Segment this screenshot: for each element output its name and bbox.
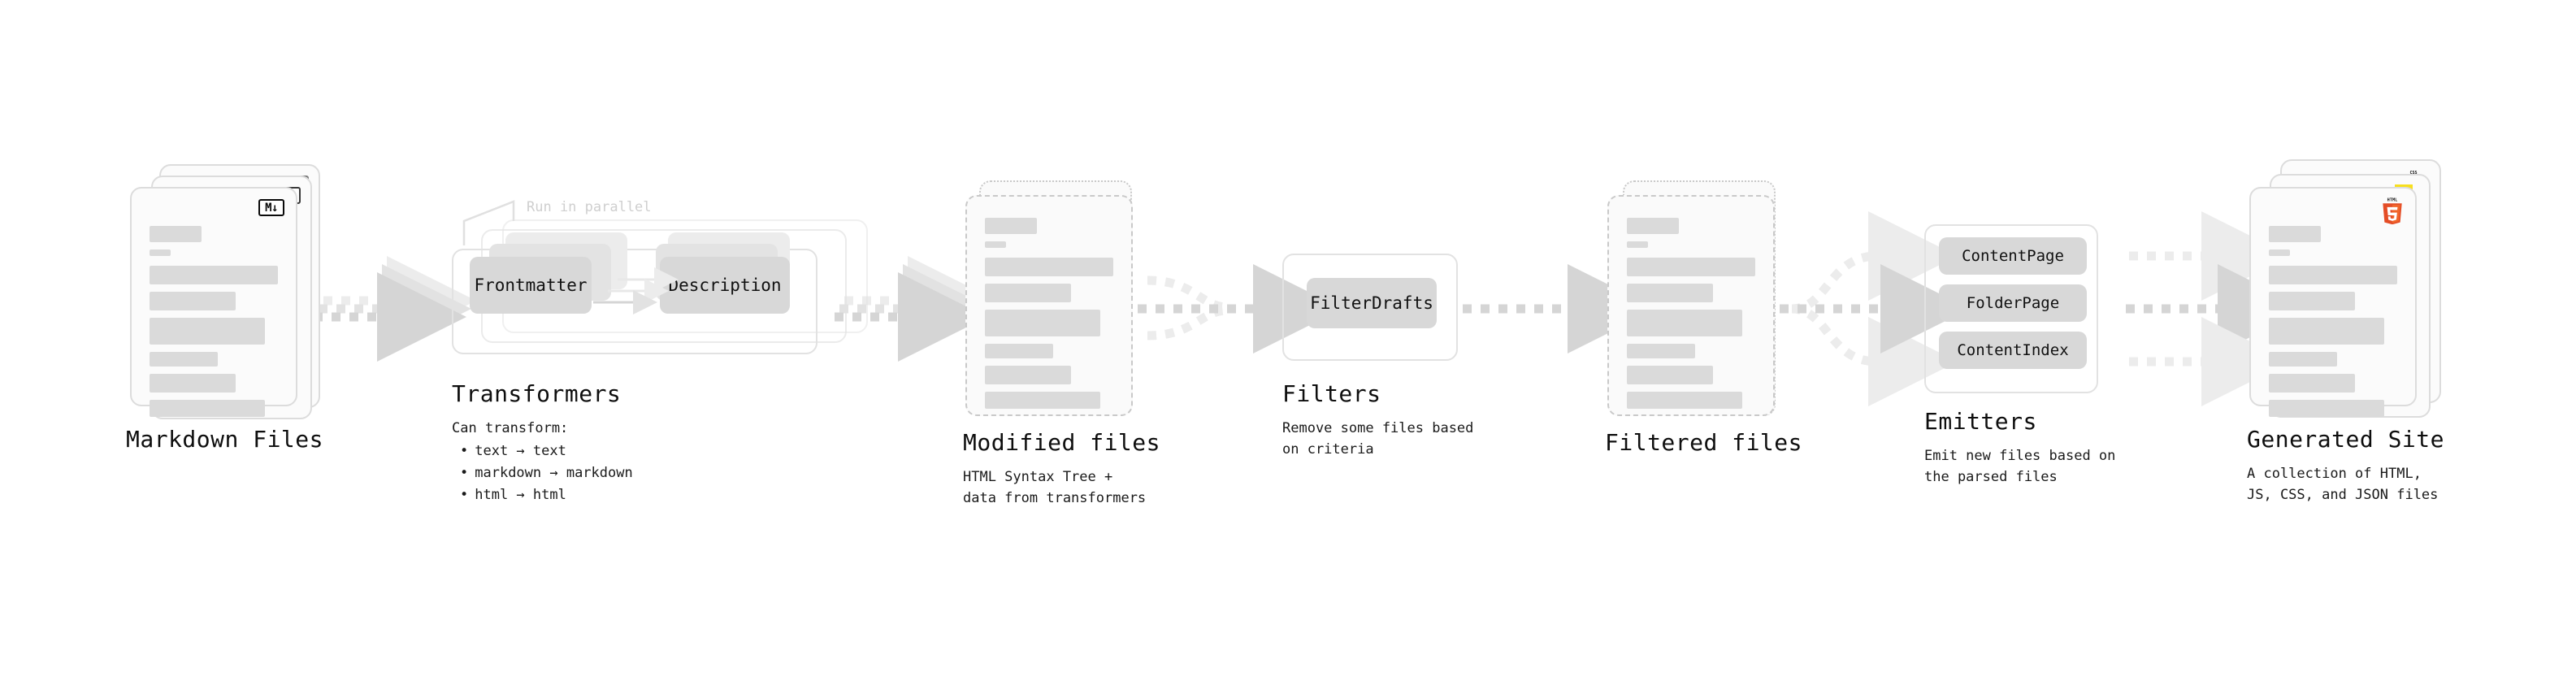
generated-site-card-front: HTML — [2249, 187, 2417, 417]
bullet-item: html → html — [460, 484, 633, 506]
stage-title-generated-site: Generated Site — [2247, 426, 2445, 453]
content-line — [150, 249, 171, 256]
stage-caption-modified-files: HTML Syntax Tree + data from transformer… — [963, 469, 1147, 507]
connector-md-to-transformers — [314, 256, 476, 362]
markdown-icon: M↓ — [258, 199, 284, 216]
content-line — [1627, 284, 1713, 302]
content-line — [1627, 366, 1713, 384]
connector-filtered-to-emitters — [1780, 211, 1970, 406]
markdown-file-card-front: M↓ — [130, 187, 297, 417]
content-line — [2269, 352, 2337, 367]
content-line — [150, 400, 266, 417]
stage-title-emitters: Emitters — [1924, 408, 2037, 435]
content-line — [150, 292, 236, 310]
emitter-chip-contentindex[interactable]: ContentIndex — [1939, 332, 2087, 369]
file-content-lines — [2269, 226, 2397, 424]
content-line — [985, 241, 1006, 248]
file-content-lines — [1627, 218, 1755, 416]
filter-chip-filterdrafts[interactable]: FilterDrafts — [1307, 278, 1437, 328]
content-line — [985, 310, 1101, 336]
modified-file-card-front — [965, 195, 1133, 416]
transformers-bullet-list: text → text markdown → markdown html → h… — [452, 440, 633, 507]
emitters-box: ContentPage FolderPage ContentIndex — [1924, 224, 2098, 393]
content-line — [1627, 392, 1743, 409]
content-line — [985, 366, 1071, 384]
content-line — [985, 218, 1037, 234]
content-line — [1627, 310, 1743, 336]
content-line — [2269, 226, 2321, 242]
content-line — [1627, 241, 1648, 248]
transformer-chip-description[interactable]: Description — [660, 257, 790, 314]
stage-title-filtered-files: Filtered files — [1605, 429, 1803, 456]
connector-emitters-to-site — [2126, 211, 2307, 406]
stage-title-modified-files: Modified files — [963, 429, 1161, 456]
stage-title-transformers: Transformers — [452, 380, 622, 407]
stage-caption-filters: Remove some files based on criteria — [1282, 420, 1474, 458]
stage-caption-generated-site: A collection of HTML, JS, CSS, and JSON … — [2247, 466, 2439, 504]
transformer-chip-frontmatter[interactable]: Frontmatter — [470, 257, 592, 314]
filters-box: FilterDrafts — [1282, 254, 1458, 361]
content-line — [150, 352, 218, 367]
filtered-file-card-front — [1607, 195, 1775, 416]
file-content-lines — [985, 218, 1113, 416]
content-line — [150, 226, 202, 242]
content-line — [985, 392, 1101, 409]
emitter-chip-contentpage[interactable]: ContentPage — [1939, 237, 2087, 275]
bullet-item: markdown → markdown — [460, 462, 632, 484]
svg-text:HTML: HTML — [2387, 197, 2398, 202]
content-line — [1627, 218, 1679, 234]
content-line — [2269, 374, 2355, 393]
run-in-parallel-note: Run in parallel — [527, 199, 652, 215]
content-line — [2269, 318, 2385, 345]
connector-modified-to-filters — [1138, 264, 1342, 354]
content-line — [2269, 292, 2355, 310]
stage-caption-transformers: Can transform: — [452, 420, 569, 436]
stage-caption-emitters: Emit new files based on the parsed files — [1924, 448, 2116, 486]
content-line — [2269, 249, 2290, 256]
transformers-box-front: Frontmatter Description — [452, 232, 817, 354]
content-line — [150, 318, 266, 345]
content-line — [985, 344, 1053, 358]
stage-title-markdown-files: Markdown Files — [126, 426, 324, 453]
content-line — [150, 374, 236, 393]
content-line — [2269, 266, 2397, 284]
content-line — [150, 266, 278, 284]
css-icon-label: CSS — [2409, 171, 2418, 176]
html5-icon: HTML — [2383, 197, 2402, 224]
bullet-item: text → text — [460, 440, 633, 462]
content-line — [2269, 400, 2385, 417]
content-line — [985, 258, 1113, 276]
content-line — [1627, 258, 1755, 276]
stage-title-filters: Filters — [1282, 380, 1381, 407]
file-content-lines — [150, 226, 278, 424]
content-line — [1627, 344, 1695, 358]
emitter-chip-folderpage[interactable]: FolderPage — [1939, 284, 2087, 322]
content-line — [985, 284, 1071, 302]
